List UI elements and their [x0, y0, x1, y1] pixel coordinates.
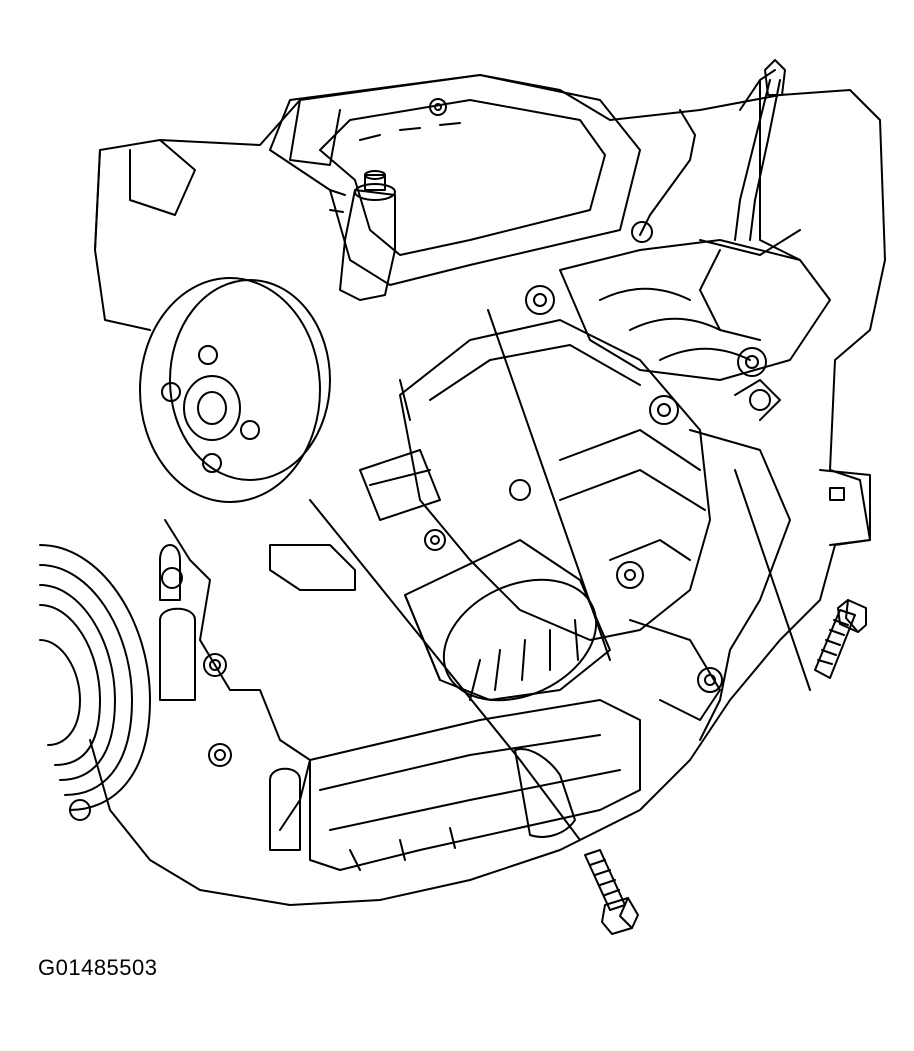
generator-bracket — [629, 379, 791, 741]
generator-body — [359, 319, 711, 641]
lower-mounting-bolt — [584, 849, 639, 935]
engine-mount-boss — [819, 469, 871, 546]
timing-cover — [159, 519, 356, 851]
valve-cover — [269, 74, 641, 286]
water-pump-pulley — [139, 277, 331, 503]
thermostat-housing — [329, 170, 396, 301]
engine-block — [89, 74, 886, 906]
engine-line-drawing — [39, 59, 886, 935]
wiring-harness — [699, 59, 801, 256]
intake-manifold — [525, 69, 831, 425]
oil-filter — [404, 539, 611, 702]
figure-id-label: G01485503 — [38, 955, 158, 980]
bolt-alignment-lines — [309, 309, 811, 841]
upper-mounting-bolt — [814, 599, 867, 679]
oil-pan — [309, 699, 641, 871]
crankshaft-pulley — [39, 544, 151, 821]
